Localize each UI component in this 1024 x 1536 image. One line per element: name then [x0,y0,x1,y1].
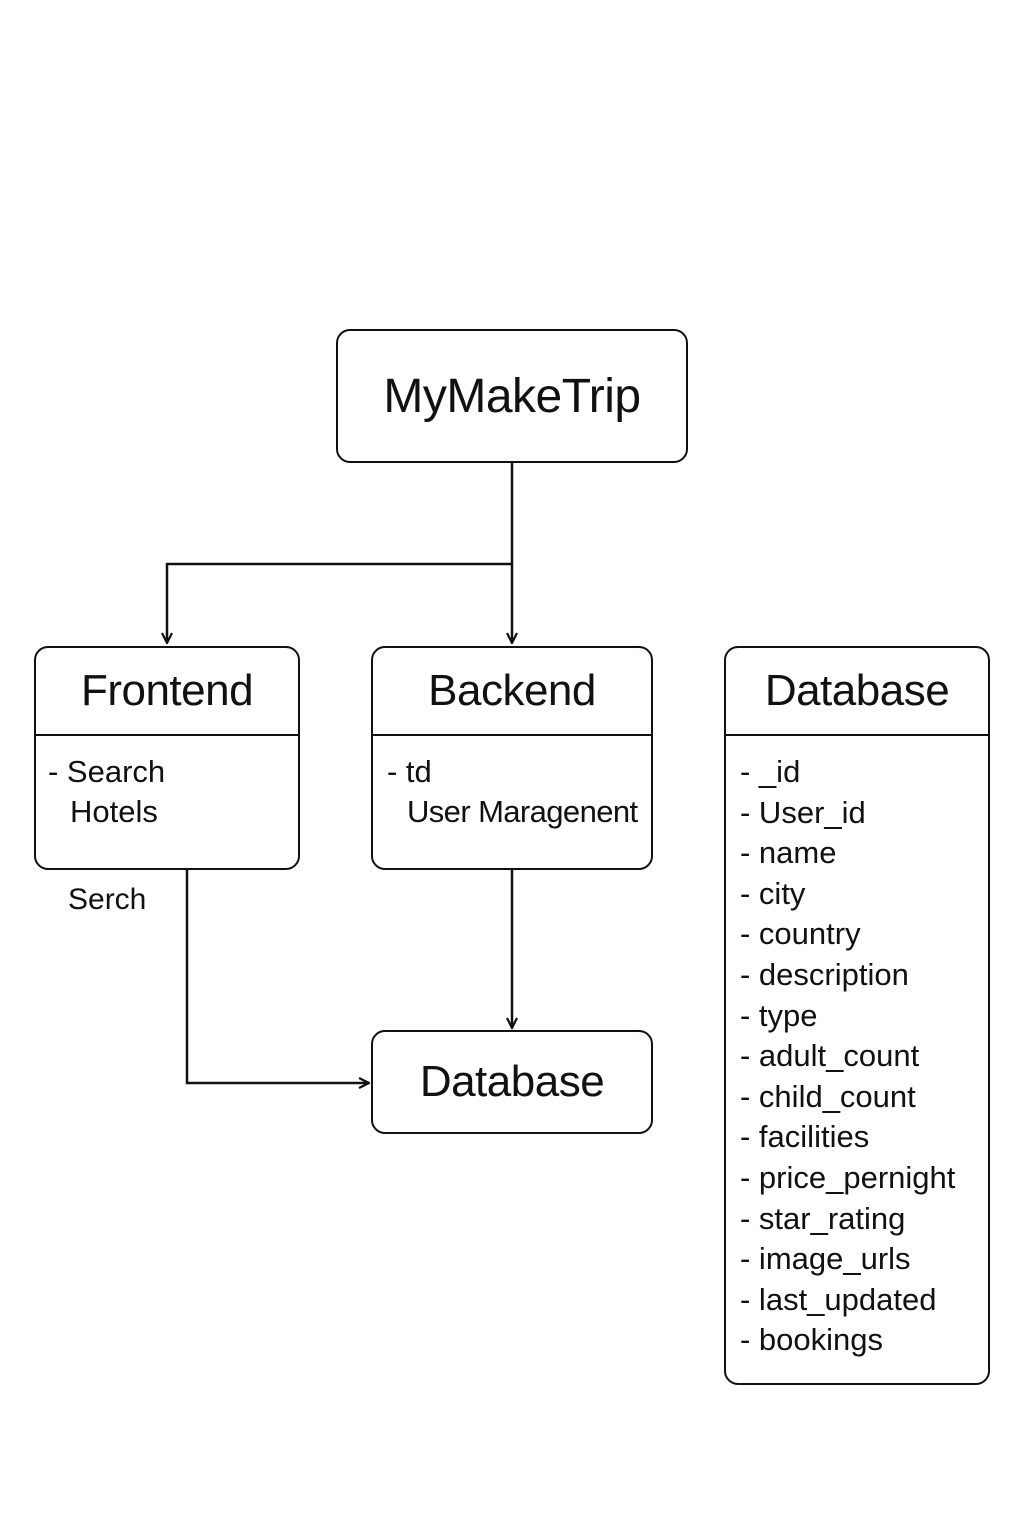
edge-frontend-to-database [185,870,369,1083]
frontend-node-box[interactable]: Frontend - Search Hotels [34,646,300,870]
root-node-title: MyMakeTrip [383,369,641,423]
database-schema-field-list: - _id - User_id - name - city - country … [726,736,988,1361]
schema-field: - User_id [740,794,866,830]
schema-field: - country [740,916,861,952]
schema-field: - adult_count [740,1038,920,1074]
frontend-node-title: Frontend [36,648,298,736]
schema-field: - name [740,835,837,871]
frontend-item: - Search [48,754,166,789]
schema-field: - city [740,875,806,911]
edge-label-search: Serch [68,883,147,916]
database-node-title: Database [419,1057,605,1106]
schema-field: - bookings [740,1322,884,1358]
backend-item: - td [387,754,432,789]
database-schema-title: Database [726,648,988,736]
backend-item: User Maragenent [407,794,638,829]
schema-field: - facilities [740,1119,870,1155]
backend-node-body: - td User Maragenent [373,736,651,832]
schema-field: - price_pernight [740,1159,956,1195]
root-node-box[interactable]: MyMakeTrip [336,329,688,463]
database-schema-box[interactable]: Database - _id - User_id - name - city -… [724,646,990,1385]
database-node-box[interactable]: Database [371,1030,653,1134]
backend-node-title: Backend [373,648,651,736]
schema-field: - _id [740,754,801,789]
schema-field: - star_rating [740,1200,906,1236]
schema-field: - description [740,956,909,992]
schema-field: - type [740,997,818,1033]
schema-field: - image_urls [740,1241,911,1277]
schema-field: - child_count [740,1078,916,1114]
schema-field: - last_updated [740,1281,937,1317]
frontend-node-body: - Search Hotels [36,736,298,832]
edge-root-to-frontend [167,463,514,643]
frontend-item: Hotels [70,794,158,829]
backend-node-box[interactable]: Backend - td User Maragenent [371,646,653,870]
